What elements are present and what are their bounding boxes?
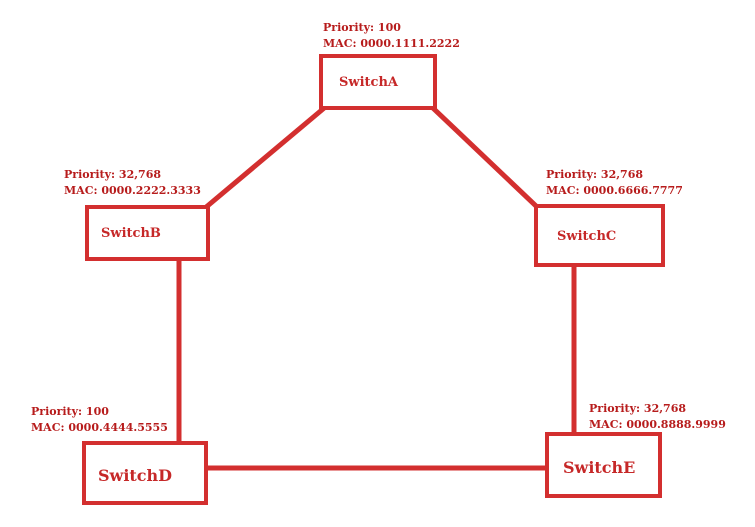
switch-a-priority: Priority: 100 <box>323 21 401 34</box>
switch-d-label: SwitchD <box>98 466 172 485</box>
switch-a-mac: MAC: 0000.1111.2222 <box>323 37 460 50</box>
link-switcha-switchb <box>201 105 327 212</box>
switch-d-box[interactable] <box>82 441 208 505</box>
switch-e-mac: MAC: 0000.8888.9999 <box>589 418 726 431</box>
switch-c-box[interactable] <box>534 204 665 267</box>
switch-c-label: SwitchC <box>557 229 616 244</box>
switch-a-box[interactable] <box>319 54 437 110</box>
switch-e-label: SwitchE <box>563 458 635 477</box>
links <box>176 105 577 471</box>
switch-b-priority: Priority: 32,768 <box>64 168 161 181</box>
switch-d-priority: Priority: 100 <box>31 405 109 418</box>
link-switcha-switchc <box>430 105 540 210</box>
switch-b-box[interactable] <box>85 205 210 261</box>
switch-a-node[interactable]: Priority: 100 MAC: 0000.1111.2222 Switch… <box>319 21 460 110</box>
switch-a-label: SwitchA <box>339 75 399 90</box>
switch-b-label: SwitchB <box>101 226 161 241</box>
switch-b-mac: MAC: 0000.2222.3333 <box>64 184 201 197</box>
switch-d-mac: MAC: 0000.4444.5555 <box>31 421 168 434</box>
switch-d-node[interactable]: Priority: 100 MAC: 0000.4444.5555 Switch… <box>31 405 208 505</box>
switch-c-mac: MAC: 0000.6666.7777 <box>546 184 683 197</box>
switch-c-priority: Priority: 32,768 <box>546 168 643 181</box>
switch-e-box[interactable] <box>545 432 662 498</box>
switch-e-priority: Priority: 32,768 <box>589 402 686 415</box>
switch-c-node[interactable]: Priority: 32,768 MAC: 0000.6666.7777 Swi… <box>534 168 683 267</box>
switch-b-node[interactable]: Priority: 32,768 MAC: 0000.2222.3333 Swi… <box>64 168 210 261</box>
switch-e-node[interactable]: Priority: 32,768 MAC: 0000.8888.9999 Swi… <box>545 402 726 498</box>
